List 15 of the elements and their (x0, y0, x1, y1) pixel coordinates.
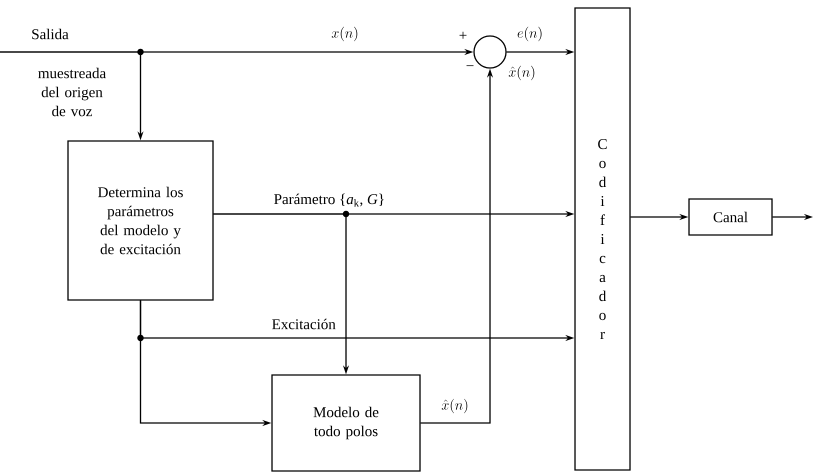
model-box: Modelo de todo polos (271, 374, 421, 472)
channel-box: Canal (688, 198, 773, 236)
text-label: + (460, 32, 466, 39)
summing-circle (473, 35, 507, 69)
text-label: muestreada del origen de voz (38, 68, 106, 116)
edge-label: Parámetro {a$_{k}$, G} (272, 192, 386, 208)
edge-label: $\hat{x}(n)$ (440, 398, 470, 414)
text-label: Salida (32, 28, 69, 40)
edge-label: $e(n)$ (516, 26, 544, 42)
edge-label: $x(n)$ (330, 26, 360, 42)
text-label: − (466, 65, 474, 66)
process-box: Determina los parámetros del modelo y de excitación (67, 140, 214, 301)
text-label: $\hat{x}(n)$ (508, 66, 534, 80)
encoder-box: Codificador (574, 7, 631, 471)
edge-label: Excitación (270, 318, 337, 330)
